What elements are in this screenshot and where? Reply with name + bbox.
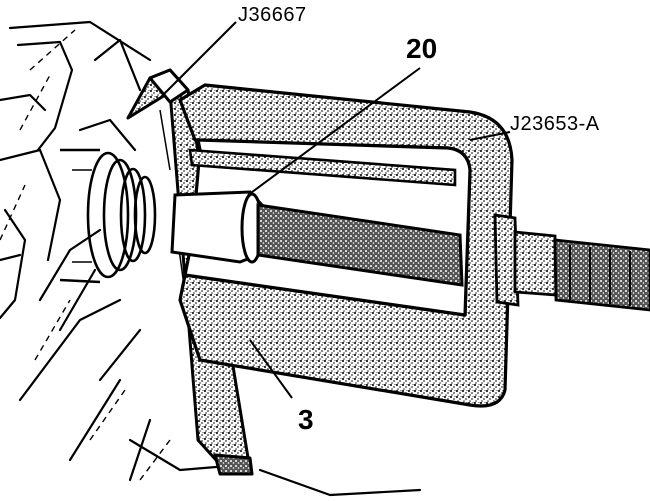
vehicle-housing	[0, 20, 422, 497]
frame-crossbar	[188, 148, 457, 187]
housing-hatching	[0, 29, 171, 481]
label-tool-j23653-a: J23653-A	[510, 113, 600, 135]
hub-flange	[59, 148, 157, 284]
spacer-20	[170, 190, 464, 287]
label-tool-j36667: J36667	[238, 4, 307, 26]
leader-lines	[157, 21, 511, 399]
callout-3: 3	[298, 404, 314, 435]
callout-20: 20	[406, 33, 438, 64]
forcing-screw	[493, 213, 650, 312]
